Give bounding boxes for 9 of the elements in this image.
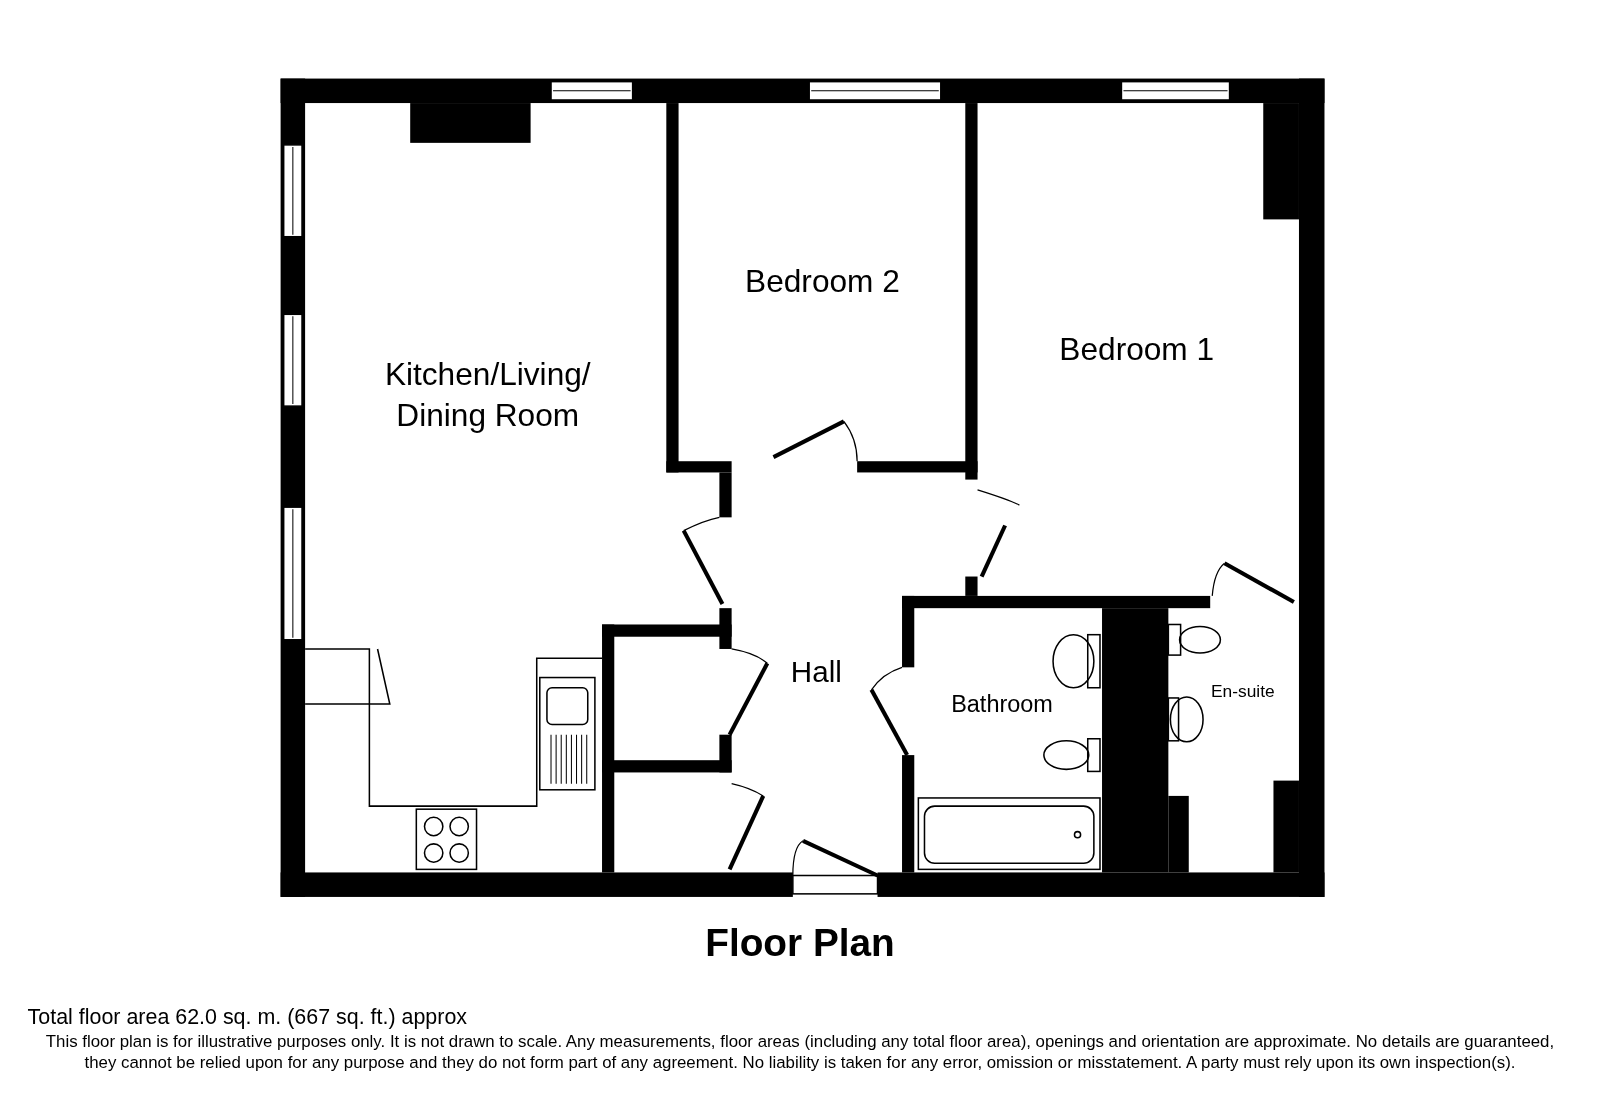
room-label: En-suite bbox=[1211, 680, 1275, 704]
room-label: Hall bbox=[790, 653, 842, 692]
disclaimer-text: This floor plan is for illustrative purposes only. It is not drawn to scale. Any measurements, floor areas (including any total floor area), openings and orientation are approximate. No details are guaranteed, they cannot be relied upon for any purpose and they do not form part of any agreement. No liability is taken for any error, omission or misstatement. A party must rely upon its own inspection(s). bbox=[44, 1030, 1556, 1074]
plan-title: Floor Plan bbox=[704, 921, 896, 966]
room-label: Bathroom bbox=[951, 689, 1053, 721]
room-label: Bedroom 1 bbox=[1059, 329, 1215, 371]
floor-area-note: Total floor area 62.0 sq. m. (667 sq. ft.) approx bbox=[27, 1005, 468, 1030]
room-label: Kitchen/Living/ Dining Room bbox=[365, 354, 611, 438]
room-label: Bedroom 2 bbox=[745, 261, 900, 303]
